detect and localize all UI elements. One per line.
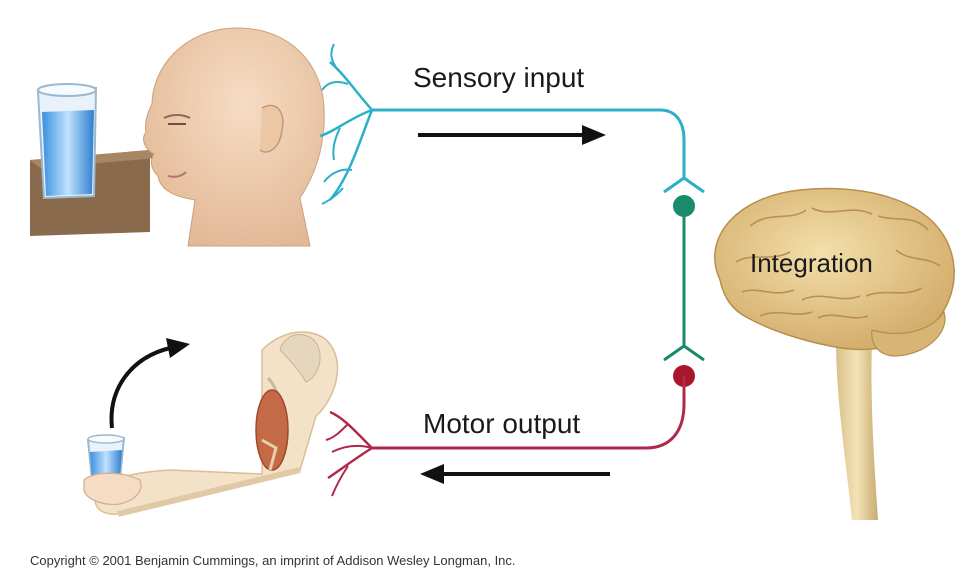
lift-arrow-icon [112, 338, 190, 428]
copyright-notice: Copyright © 2001 Benjamin Cummings, an i… [30, 553, 516, 568]
human-head-illustration [144, 28, 325, 246]
brain-illustration [715, 189, 954, 520]
interneuron [664, 195, 704, 360]
sensory-direction-arrow-icon [418, 125, 606, 145]
glass-on-table-illustration [30, 84, 158, 236]
arm-illustration [84, 332, 337, 514]
motor-output-label: Motor output [423, 408, 580, 439]
motor-direction-arrow-icon [420, 464, 610, 484]
sensory-input-label: Sensory input [413, 62, 584, 93]
integration-label: Integration [750, 248, 873, 278]
